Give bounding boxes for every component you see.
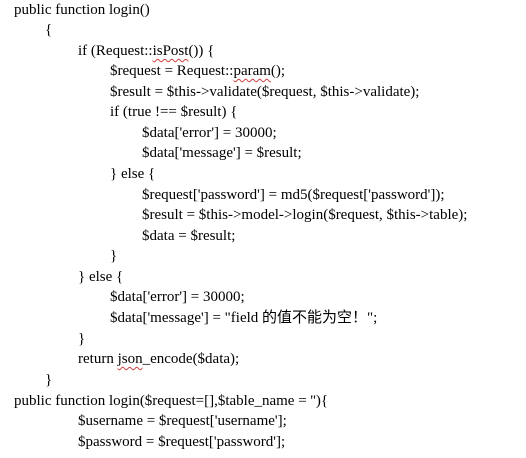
code-line-16: $data['message'] = "field 的值不能为空！"; [110, 310, 378, 326]
code-line-7: $data['error'] = 30000; [142, 125, 277, 141]
code-line-14: } else { [78, 269, 124, 285]
code-line-12: $data = $result; [142, 228, 236, 244]
code-line-8: $data['message'] = $result; [142, 145, 302, 161]
spellcheck-marked-word: json [117, 351, 143, 367]
code-line-11: $result = $this->model->login($request, … [142, 207, 468, 223]
code-line-19: } [45, 372, 53, 388]
code-line-6: if (true !== $result) { [110, 104, 238, 120]
code-line-9: } else { [110, 166, 156, 182]
code-line-21: $username = $request['username']; [78, 413, 287, 429]
spellcheck-marked-word: isPost [152, 43, 189, 59]
code-line-10: $request['password'] = md5($request['pas… [142, 187, 445, 203]
code-text: ()) { [188, 43, 215, 59]
code-line-20: public function login($request=[],$table… [14, 393, 329, 409]
code-line-1: public function login() [14, 2, 150, 18]
code-line-13: } [110, 248, 118, 264]
code-line-2: { [45, 22, 53, 38]
code-line-3: if (Request::isPost()) { [78, 41, 214, 61]
code-text: return [78, 351, 118, 367]
code-line-17: } [78, 331, 86, 347]
code-text: if (Request:: [78, 43, 153, 59]
code-text: $request = Request:: [110, 63, 234, 79]
code-line-5: $result = $this->validate($request, $thi… [110, 84, 420, 100]
code-text: (); [270, 63, 286, 79]
code-line-4: $request = Request::param(); [110, 61, 285, 81]
code-line-15: $data['error'] = 30000; [110, 289, 245, 305]
spellcheck-marked-word: param [233, 63, 271, 79]
code-line-18: return json_encode($data); [78, 349, 239, 369]
code-text: _encode($data); [142, 351, 240, 367]
code-line-22: $password = $request['password']; [78, 434, 286, 450]
